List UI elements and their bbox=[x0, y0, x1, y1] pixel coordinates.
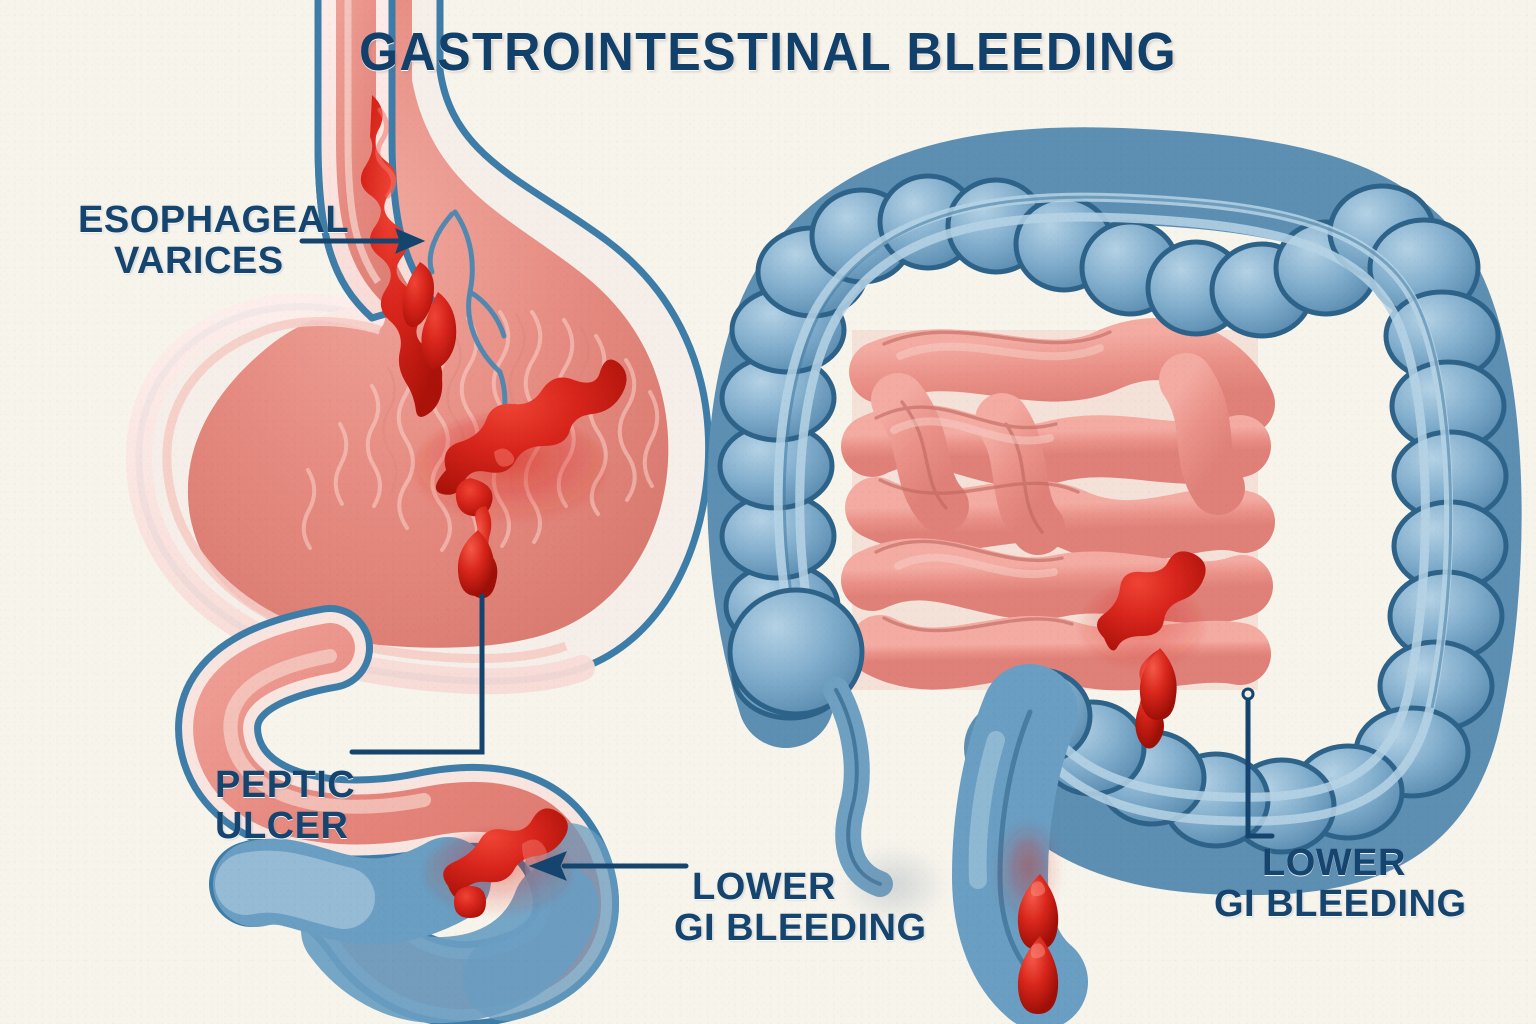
upper-gi-group bbox=[125, 0, 713, 1024]
ulcer-lesion bbox=[435, 359, 627, 495]
label-lower-gi-left-line1: LOWER bbox=[692, 866, 836, 909]
taenia-coli bbox=[773, 192, 1454, 826]
duodenal-bleed bbox=[424, 808, 572, 918]
esophageal-varices-bleed bbox=[360, 95, 457, 417]
esophagus-lumen-highlight bbox=[344, 0, 381, 284]
bowel-lesion bbox=[1097, 551, 1206, 651]
label-esophageal-varices-line1: ESOPHAGEAL bbox=[78, 199, 350, 242]
stomach-serosa-band bbox=[125, 293, 595, 695]
rectal-bleed bbox=[1002, 830, 1059, 1014]
label-peptic-ulcer-line1: PEPTIC bbox=[215, 764, 356, 807]
small-intestine-bleed bbox=[1080, 551, 1206, 749]
leader-peptic-ulcer bbox=[349, 593, 485, 755]
leader-lines bbox=[299, 228, 1275, 881]
small-intestine bbox=[841, 318, 1275, 691]
leader-esophageal-varices bbox=[299, 228, 426, 254]
label-lower-gi-right-line2: GI BLEEDING bbox=[1214, 882, 1467, 925]
leader-lower-gi-right bbox=[1241, 687, 1275, 839]
label-lower-gi-bleeding-left: LOWER GI BLEEDING bbox=[674, 827, 927, 988]
rectum bbox=[951, 664, 1088, 1024]
varices-vessel bbox=[360, 95, 443, 417]
label-peptic-ulcer-line2: ULCER bbox=[215, 804, 349, 847]
varices-lobule bbox=[402, 262, 434, 328]
blood-droplet bbox=[457, 530, 495, 596]
lower-gi-group bbox=[707, 127, 1522, 1024]
cecum bbox=[727, 587, 893, 897]
blood-droplet bbox=[1017, 936, 1059, 1014]
duodenal-lesion bbox=[443, 808, 568, 898]
stomach-serosa-band-inner bbox=[162, 317, 568, 663]
gastric-peptic-ulcer-bleed bbox=[414, 359, 627, 599]
blood-droplet bbox=[1017, 874, 1059, 950]
label-lower-gi-left-line2: GI BLEEDING bbox=[674, 906, 927, 949]
leader-lower-gi-left bbox=[528, 851, 689, 881]
label-lower-gi-bleeding-right: LOWER GI BLEEDING bbox=[1214, 803, 1467, 964]
varices-lobule bbox=[421, 292, 457, 369]
label-esophageal-varices-line2: VARICES bbox=[114, 239, 284, 282]
large-intestine-colon bbox=[707, 127, 1522, 1024]
page-title: GASTROINTESTINAL BLEEDING bbox=[359, 22, 1177, 82]
label-esophageal-varices: ESOPHAGEAL VARICES bbox=[78, 160, 349, 321]
label-lower-gi-right-line1: LOWER bbox=[1262, 842, 1406, 885]
blood-droplet bbox=[1139, 648, 1177, 720]
label-peptic-ulcer: PEPTIC ULCER bbox=[215, 725, 355, 886]
